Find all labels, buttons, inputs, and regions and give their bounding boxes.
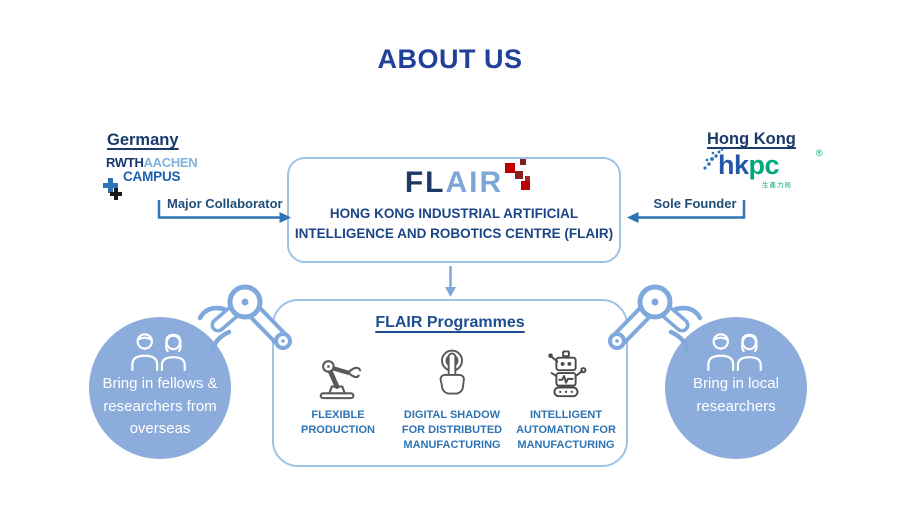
flair-centre-box: FLAIR HONG KONG INDUSTRIAL ARTIFICIAL IN… [287, 157, 621, 263]
centre-name-line2: INTELLIGENCE AND ROBOTICS CENTRE (FLAIR) [294, 225, 614, 241]
programme-flexible-production: FLEXIBLE PRODUCTION [282, 345, 394, 453]
flair-centre-name: HONG KONG INDUSTRIAL ARTIFICIAL INTELLIG… [295, 204, 613, 243]
overseas-circle-text: Bring in fellows & researchers from over… [102, 375, 218, 437]
hkpc-logo: hkpc ® 生產力局 [702, 149, 823, 189]
down-arrow [445, 266, 456, 297]
hongkong-label: Hong Kong [707, 130, 796, 148]
hkpc-hk-text: hk [718, 150, 749, 180]
page-title: ABOUT US [377, 44, 523, 74]
programmes-row: FLEXIBLE PRODUCTION DIGITAL SHADOW FOR D… [282, 345, 622, 453]
hkpc-pc-text: pc [748, 150, 780, 180]
rwth-text: RWTH [106, 155, 144, 170]
flair-logo: FLAIR [404, 159, 531, 199]
programme-digital-shadow: DIGITAL SHADOW FOR DISTRIBUTED MANUFACTU… [396, 345, 508, 453]
touch-icon [439, 349, 465, 395]
germany-label: Germany [107, 131, 179, 149]
flair-logo-dark-text: FL [404, 166, 446, 199]
rwth-aachen-campus-logo: RWTHAACHEN CAMPUS [103, 156, 216, 200]
people-icon [131, 333, 186, 371]
hkpc-chinese-subtext: 生產力局 [762, 182, 792, 189]
overseas-researchers-circle: Bring in fellows & researchers from over… [89, 317, 231, 459]
local-researchers-circle: Bring in local researchers [665, 317, 807, 459]
rwth-cross-icon [103, 178, 122, 200]
rwth-logo-line1: RWTHAACHEN [106, 156, 216, 170]
robot-arm-icon [319, 360, 362, 400]
hkpc-dots-icon [703, 148, 724, 170]
local-circle-text: Bring in local researchers [693, 375, 779, 415]
programme-label: INTELLIGENT AUTOMATION FOR MANUFACTURING [516, 409, 616, 451]
flair-logo-pixels-icon [504, 159, 534, 191]
people-icon [707, 333, 762, 371]
major-collaborator-label: Major Collaborator [167, 196, 283, 211]
flair-programmes-title: FLAIR Programmes [375, 314, 525, 331]
campus-text: CAMPUS [123, 168, 181, 184]
aachen-text: AACHEN [143, 155, 198, 170]
programme-label: DIGITAL SHADOW FOR DISTRIBUTED MANUFACTU… [401, 409, 503, 451]
programme-label: FLEXIBLE PRODUCTION [301, 409, 375, 436]
hkpc-wordmark: hkpc ® [718, 149, 823, 180]
registered-mark: ® [815, 148, 823, 158]
sole-founder-label: Sole Founder [653, 196, 737, 211]
programme-intelligent-automation: INTELLIGENT AUTOMATION FOR MANUFACTURING [510, 345, 622, 453]
centre-name-line1: HONG KONG INDUSTRIAL ARTIFICIAL [329, 206, 579, 221]
robot-icon [548, 350, 587, 398]
flair-programmes-box: FLAIR Programmes FLEXI [272, 299, 628, 467]
flair-logo-light-text: AIR [445, 166, 504, 199]
